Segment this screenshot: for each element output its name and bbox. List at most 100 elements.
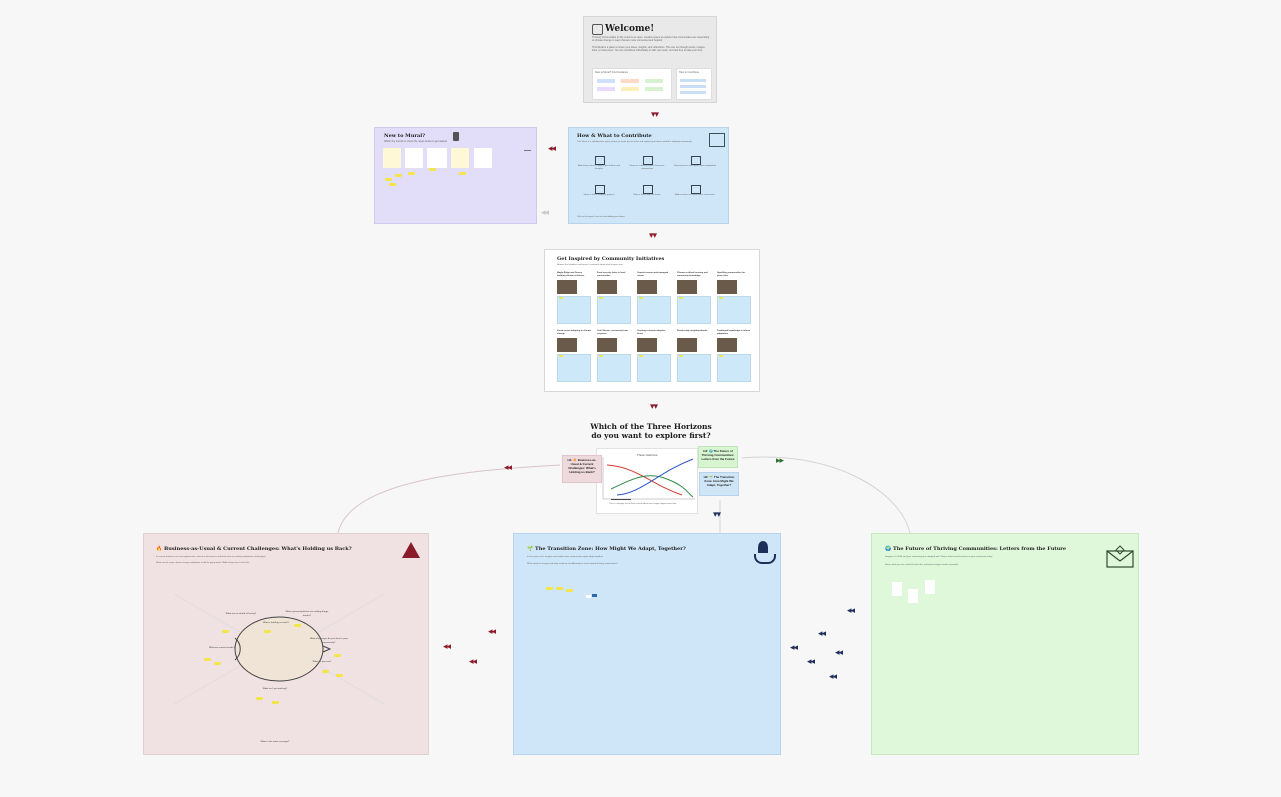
transition-title: The Transition Zone: How Might We Adapt,… [535, 546, 686, 552]
letter-card[interactable] [892, 582, 902, 596]
initiative-thumbnail[interactable] [717, 280, 737, 294]
sticky-note[interactable] [222, 630, 229, 633]
initiative-thumbnail[interactable] [637, 280, 657, 294]
initiative-comment-area[interactable] [717, 296, 751, 324]
horizons-heading: Which of the Three Horizons do you want … [590, 422, 712, 440]
initiative-comment-area[interactable] [717, 354, 751, 382]
sticky-note[interactable] [389, 183, 396, 186]
letter-card[interactable] [925, 580, 935, 594]
sticky-note[interactable] [336, 674, 343, 677]
welcome-panel-right[interactable]: How to Contribute [676, 68, 712, 100]
future-section[interactable]: 🌍 The Future of Thriving Communities: Le… [871, 533, 1139, 755]
sticky-note[interactable] [334, 654, 341, 657]
sticky-note[interactable] [385, 178, 392, 181]
sticky-note[interactable] [639, 355, 643, 357]
sticky-note[interactable] [639, 297, 643, 299]
initiative-comment-area[interactable] [597, 354, 631, 382]
h1-sticky[interactable]: H1: 🔥 Business-as-Usual & Current Challe… [562, 455, 602, 483]
sticky-note[interactable] [559, 355, 563, 357]
initiative-thumbnail[interactable] [557, 280, 577, 294]
initiative-comment-area[interactable] [597, 296, 631, 324]
sticky-note[interactable] [719, 355, 723, 357]
welcome-card[interactable]: Welcome! Thriving Communities in this mu… [583, 16, 717, 103]
future-emoji: 🌍 [885, 546, 892, 552]
letter-card[interactable] [908, 589, 918, 603]
initiative-comment-area[interactable] [677, 296, 711, 324]
welcome-panel-left-label: New to Mural? Find Guidance [595, 71, 629, 74]
welcome-panel-right-label: How to Contribute [679, 71, 700, 74]
tutorial-step[interactable] [405, 148, 423, 168]
new-to-mural-section[interactable]: New to Mural? Watch the tutorial or chec… [374, 127, 537, 224]
initiative-thumbnail[interactable] [677, 280, 697, 294]
future-intro-2: Share what you see, what life feels like… [885, 564, 959, 566]
initiative-thumbnail[interactable] [637, 338, 657, 352]
how-to-contribute-section[interactable]: How & What to Contribute This Mural is a… [568, 127, 729, 224]
sticky-note[interactable] [566, 589, 573, 592]
initiative-thumbnail[interactable] [717, 338, 737, 352]
sticky-note[interactable] [599, 297, 603, 299]
sticky-note[interactable] [204, 658, 211, 661]
sticky-note[interactable] [256, 697, 263, 700]
sticky-note[interactable] [214, 662, 221, 665]
tutorial-step[interactable] [474, 148, 492, 168]
three-horizons-diagram[interactable]: Three Horizons This is a strategic tool … [596, 448, 698, 514]
footprints-icon: ▾▾ [650, 401, 658, 411]
footprints-icon: ◂◂ [488, 626, 496, 636]
sticky-note[interactable] [599, 355, 603, 357]
h2-sticky[interactable]: H2: 🌱 The Transition Zone: How Might We … [699, 472, 739, 496]
initiative-comment-area[interactable] [557, 296, 591, 324]
sticky-note[interactable] [546, 587, 553, 590]
pencil-board-icon [709, 133, 725, 147]
footprints-icon: ▸▸ [776, 455, 784, 465]
contribute-item-icon [691, 185, 701, 194]
tutorial-step[interactable] [427, 148, 447, 168]
sticky-note[interactable] [559, 297, 563, 299]
sticky-note[interactable] [719, 297, 723, 299]
sticky-note[interactable] [459, 172, 466, 175]
hands-plant-icon [752, 541, 776, 569]
initiative-title: Coastal erosion and managed retreat [637, 272, 669, 277]
transition-question: What needs to change and what could we d… [527, 563, 619, 565]
sticky-note[interactable] [679, 355, 683, 357]
compass-icon [592, 24, 603, 35]
fishbone-label: What systems/policies are making things … [285, 611, 329, 617]
sticky-note[interactable] [272, 701, 279, 704]
initiative-comment-area[interactable] [677, 354, 711, 382]
sticky-note[interactable] [592, 594, 597, 597]
contribute-item: Add reactions to others ideas and storie… [675, 194, 715, 196]
welcome-body: Thriving Communities in this mural is an… [592, 36, 710, 42]
sticky-note[interactable] [679, 297, 683, 299]
contribute-item-icon [643, 156, 653, 165]
bau-emoji: 🔥 [156, 546, 163, 552]
sticky-note[interactable] [429, 168, 436, 171]
initiative-thumbnail[interactable] [677, 338, 697, 352]
initiative-comment-area[interactable] [637, 296, 671, 324]
tutorial-step[interactable] [451, 148, 469, 168]
initiative-thumbnail[interactable] [557, 338, 577, 352]
get-inspired-section[interactable]: Get Inspired by Community Initiatives Br… [544, 249, 760, 392]
sticky-note[interactable] [264, 630, 271, 633]
sticky-note[interactable] [408, 172, 415, 175]
initiative-comment-area[interactable] [557, 354, 591, 382]
transition-intro: In this space, let's imagine and explore… [527, 556, 604, 558]
contribute-item-icon [643, 185, 653, 194]
sticky-note[interactable] [556, 587, 563, 590]
sticky-note[interactable] [294, 624, 301, 627]
initiative-comment-area[interactable] [637, 354, 671, 382]
transition-zone-section[interactable]: 🌱 The Transition Zone: How Might We Adap… [513, 533, 781, 755]
initiative-title: Food security hubs in local communities [597, 272, 626, 277]
initiative-thumbnail[interactable] [597, 280, 617, 294]
welcome-panel-left[interactable]: New to Mural? Find Guidance [592, 68, 672, 100]
sticky-note[interactable] [322, 670, 329, 673]
initiative-thumbnail[interactable] [597, 338, 617, 352]
business-as-usual-section[interactable]: 🔥 Business-as-Usual & Current Challenges… [143, 533, 429, 755]
h3-sticky[interactable]: H3: 🌍 The Future of Thriving Communities… [698, 446, 738, 468]
footprints-icon: ▾▾ [649, 230, 657, 240]
sticky-note[interactable] [395, 174, 402, 177]
tutorial-step[interactable] [383, 148, 401, 168]
future-title: The Future of Thriving Communities: Lett… [893, 546, 1067, 552]
fishbone-label: What isn't yet working? [262, 688, 288, 690]
sticky-note[interactable] [586, 595, 591, 598]
future-intro: Imagine it is 2050 and your community ha… [885, 556, 993, 558]
